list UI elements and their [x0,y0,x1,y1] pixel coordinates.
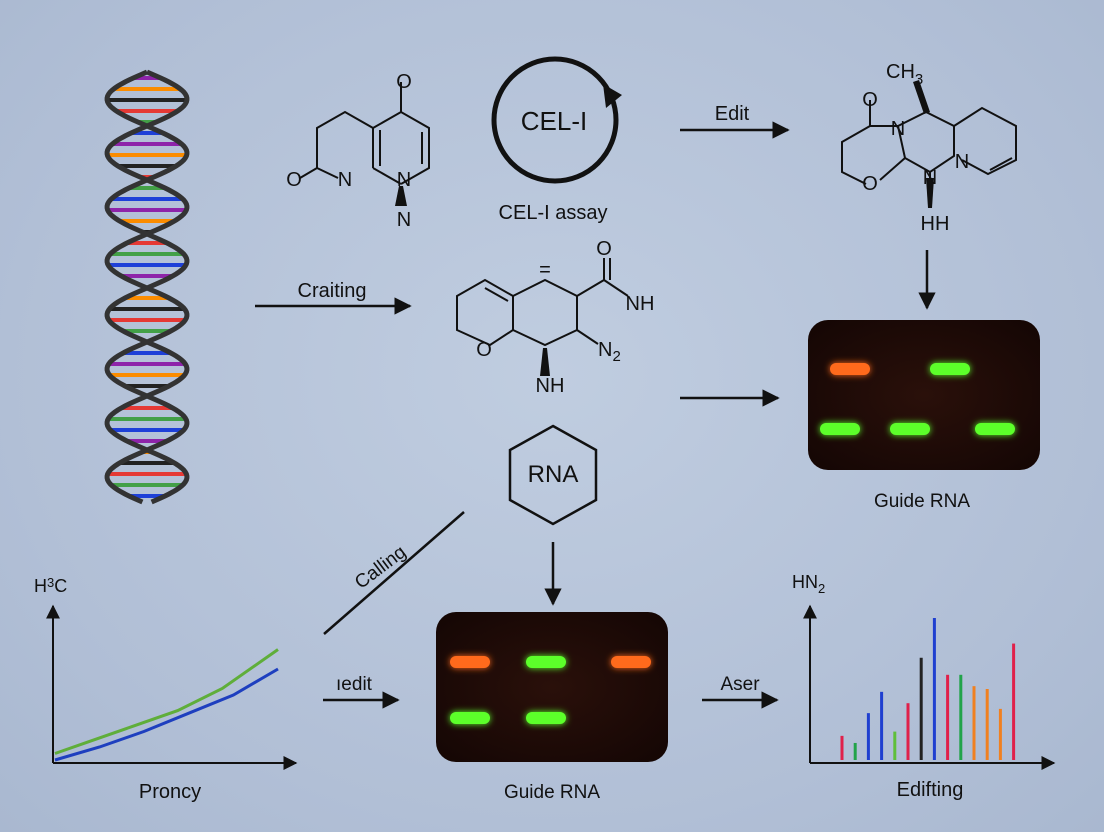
bar [1012,643,1016,760]
bar [919,657,923,760]
mol-b-wedge-bond-2 [926,178,934,208]
dna-double-helix-icon [104,69,190,505]
bar [840,735,844,760]
mol-c-top-mark: = [539,259,551,281]
bar [893,731,897,760]
mol-b-wedge-bond [913,80,930,114]
aser-arrow-label: Aser [720,674,760,695]
mol-c-oxygen-top: O [596,238,612,260]
mol-c-nh-right: NH [626,293,655,315]
mol-a-oxygen-left: O [286,169,302,191]
mol-b-nitrogen-1: N [891,118,905,140]
bar-chart-ylabel: HN2 [792,572,825,596]
bar [985,689,989,760]
gel1-caption: Guide RNA [874,491,970,512]
mol-b-hh: HH [921,213,950,235]
gel-image-2 [436,612,668,762]
gel-image-1 [808,320,1040,470]
gel-band [830,363,870,375]
edit-arrow-label: Edit [715,103,750,125]
gel-band [611,656,651,668]
calling-line [323,511,465,635]
mol-a-nitrogen-2: N [397,169,411,191]
mol-c-n2: N2 [598,339,621,365]
bar [866,713,870,760]
gel2-caption: Guide RNA [504,782,600,803]
hexagon-icon [508,424,598,526]
mol-a-nitrogen-3: N [397,209,411,231]
mol-a-nitrogen-1: N [338,169,352,191]
mol-b-nitrogen-3: N [955,151,969,173]
crafting-arrow-label: Craiting [298,280,367,302]
molecule-a-structure [299,82,430,206]
bar [959,674,963,760]
line-chart [46,604,298,770]
mol-c-wedge-bond [540,348,550,376]
gel-band [526,656,566,668]
mol-a-oxygen-top: O [396,71,412,93]
dna-strand [104,69,190,505]
molecule-c-structure [456,258,629,347]
rna-label: RNA [528,461,579,488]
bar [906,703,910,760]
bar [932,618,936,760]
bar [880,691,884,760]
bar [853,742,857,760]
gel-band [890,423,930,435]
mol-b-nitrogen-2: N [923,167,937,189]
mol-c-nh-bottom: NH [536,375,565,397]
cel1-inner-label: CEL-I [521,106,587,136]
line-series [54,648,279,755]
gel-band [930,363,970,375]
gel-band [450,656,490,668]
mol-c-oxygen-ring: O [476,339,492,361]
line-chart-ylabel: H3C [34,575,67,596]
bar [972,686,976,760]
circular-arrow-icon [491,56,622,184]
gel-band [820,423,860,435]
cel1-caption: CEL-I assay [499,202,608,224]
gel-band [526,712,566,724]
bar-chart-caption: Edifting [897,779,964,801]
gel-band [450,712,490,724]
bar-chart [803,604,1056,770]
uedit-arrow-label: ıedit [336,674,373,695]
line-series [54,667,279,762]
bar [998,708,1002,760]
mol-b-oxygen-1: O [862,89,878,111]
gel-band [975,423,1015,435]
mol-b-methyl: CH3 [886,61,923,88]
bar [946,674,950,760]
line-chart-caption: Proncy [139,781,201,803]
mol-b-oxygen-2: O [862,173,878,195]
